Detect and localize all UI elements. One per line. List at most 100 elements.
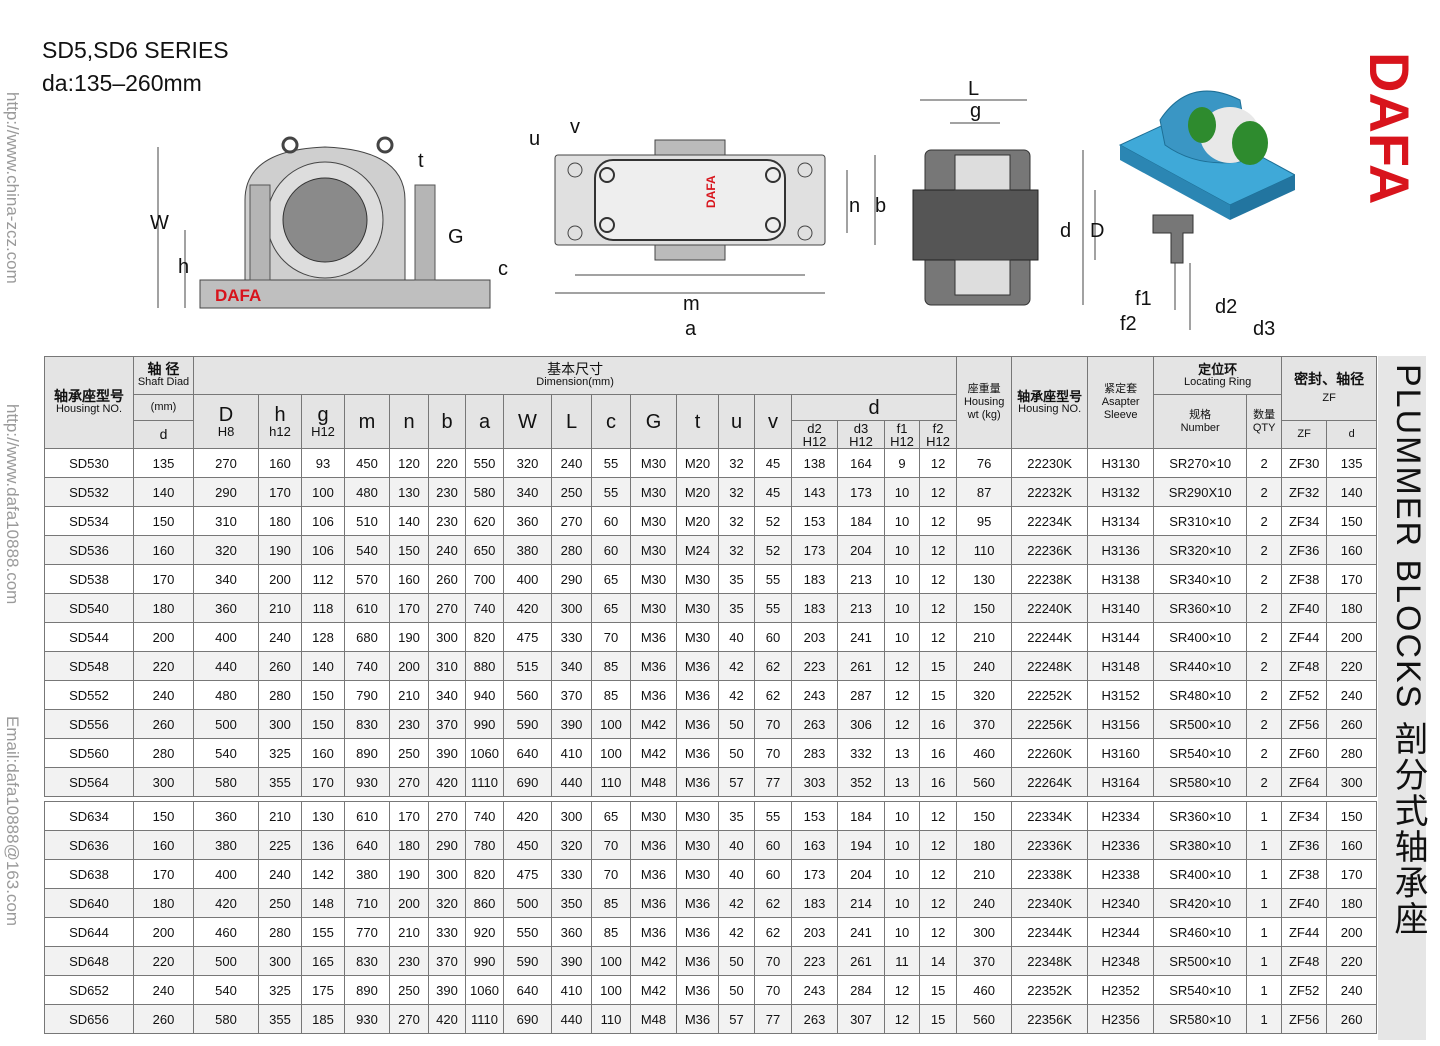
table-cell: 160 (389, 564, 429, 594)
dafa-logo-front: DAFA (215, 286, 261, 305)
table-cell: M30 (630, 448, 677, 478)
table-cell: SD656 (44, 1004, 134, 1034)
table-cell: 65 (591, 593, 631, 623)
table-cell: 22234K (1011, 506, 1089, 536)
table-cell: 740 (465, 801, 504, 831)
table-cell: H3136 (1087, 535, 1155, 565)
col-header-m: m (344, 394, 390, 449)
label-g: g (970, 100, 981, 122)
table-cell: 70 (754, 975, 792, 1005)
label-D: D (1090, 220, 1104, 242)
svg-text:DAFA: DAFA (1362, 52, 1421, 204)
table-cell: 460 (956, 975, 1013, 1005)
table-cell: SD644 (44, 917, 134, 947)
table-cell: 194 (837, 830, 885, 860)
front-view-diagram: DAFA W h t G c (150, 136, 508, 309)
table-cell: 500 (193, 946, 259, 976)
label-h: h (178, 256, 189, 278)
table-cell: 180 (389, 830, 429, 860)
table-cell: 1 (1246, 888, 1283, 918)
table-cell: 150 (956, 593, 1013, 623)
table-cell: 2 (1246, 651, 1283, 681)
table-cell: 370 (956, 946, 1013, 976)
table-cell: 40 (718, 859, 755, 889)
table-cell: M36 (676, 709, 719, 739)
label-W: W (150, 212, 169, 234)
table-cell: 135 (133, 448, 194, 478)
table-cell: 640 (503, 738, 552, 768)
table-cell: 1 (1246, 830, 1283, 860)
table-cell: SR310×10 (1153, 506, 1248, 536)
table-cell: 12 (918, 801, 958, 831)
table-cell: 270 (389, 767, 429, 797)
table-cell: 170 (301, 767, 345, 797)
page-title: SD5,SD6 SERIES da:135–260mm (42, 34, 229, 100)
table-cell: 290 (428, 830, 466, 860)
table-cell: 650 (465, 535, 504, 565)
table-cell: 50 (718, 709, 755, 739)
table-cell: 15 (918, 1004, 958, 1034)
table-cell: 60 (754, 622, 792, 652)
table-cell: 100 (591, 709, 631, 739)
table-cell: 515 (503, 651, 552, 681)
table-cell: 170 (133, 564, 194, 594)
table-cell: 13 (884, 738, 920, 768)
table-cell: 183 (791, 888, 838, 918)
table-cell: 160 (133, 535, 194, 565)
table-cell: ZF36 (1281, 830, 1328, 860)
table-cell: 261 (837, 651, 885, 681)
table-cell: 55 (754, 564, 792, 594)
table-cell: 60 (754, 830, 792, 860)
table-cell: 270 (389, 1004, 429, 1034)
table-cell: 240 (956, 651, 1013, 681)
table-cell: M36 (630, 888, 677, 918)
table-cell: 1 (1246, 859, 1283, 889)
table-cell: SR580×10 (1153, 767, 1248, 797)
table-cell: 52 (754, 535, 792, 565)
watermark-email: Email:dafa10888@163.com (3, 716, 22, 927)
table-cell: 2 (1246, 709, 1283, 739)
table-cell: 250 (389, 975, 429, 1005)
label-n: n (849, 195, 860, 217)
table-cell: 2 (1246, 622, 1283, 652)
table-cell: M30 (630, 535, 677, 565)
table-cell: 70 (754, 709, 792, 739)
table-cell: 210 (258, 801, 302, 831)
table-cell: 360 (551, 917, 592, 947)
table-cell: M30 (676, 564, 719, 594)
table-cell: H3164 (1087, 767, 1155, 797)
col-header-L: L (551, 394, 592, 449)
table-cell: 10 (884, 830, 920, 860)
table-cell: 190 (389, 622, 429, 652)
table-cell: SD530 (44, 448, 134, 478)
table-cell: 420 (193, 888, 259, 918)
table-cell: M30 (630, 564, 677, 594)
table-cell: 410 (551, 738, 592, 768)
table-cell: 42 (718, 888, 755, 918)
table-cell: SR400×10 (1153, 859, 1248, 889)
table-cell: 100 (591, 738, 631, 768)
label-a: a (685, 318, 697, 340)
table-cell: 580 (193, 1004, 259, 1034)
table-cell: M20 (676, 506, 719, 536)
table-cell: 355 (258, 767, 302, 797)
table-cell: 77 (754, 1004, 792, 1034)
table-cell: 15 (918, 680, 958, 710)
table-cell: 12 (918, 477, 958, 507)
table-cell: 225 (258, 830, 302, 860)
table-cell: SD544 (44, 622, 134, 652)
table-cell: 155 (301, 917, 345, 947)
table-cell: M36 (676, 946, 719, 976)
table-cell: 230 (389, 946, 429, 976)
table-cell: 1 (1246, 975, 1283, 1005)
table-cell: 170 (258, 477, 302, 507)
table-cell: 150 (389, 535, 429, 565)
table-cell: 270 (428, 593, 466, 623)
